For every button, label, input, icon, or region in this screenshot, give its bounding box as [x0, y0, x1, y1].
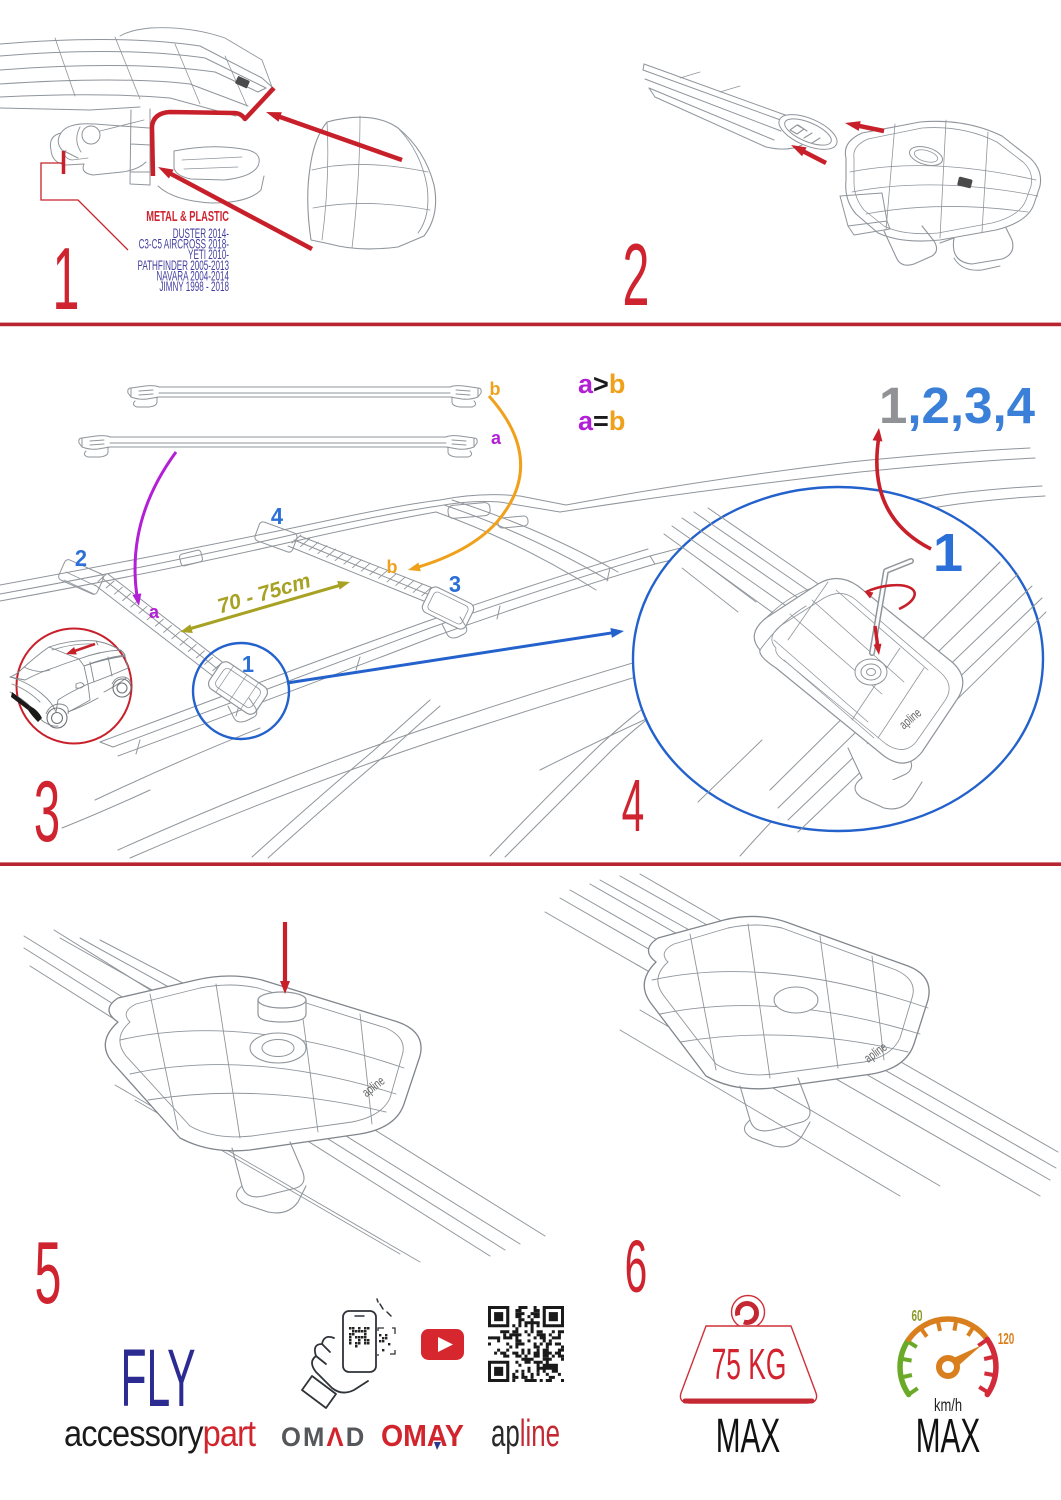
svg-text:JIMNY 1998 - 2018: JIMNY 1998 - 2018 [159, 280, 229, 295]
svg-text:b: b [490, 379, 501, 399]
svg-text:km/h: km/h [934, 1396, 962, 1416]
svg-text:MAX: MAX [716, 1410, 780, 1463]
svg-text:6: 6 [625, 1225, 648, 1308]
svg-text:accessorypart: accessorypart [64, 1413, 256, 1454]
svg-text:b: b [387, 557, 398, 577]
svg-text:5: 5 [35, 1225, 62, 1323]
svg-text:MAX: MAX [916, 1410, 980, 1463]
svg-text:C3-C5 AIRCROSS 2018-: C3-C5 AIRCROSS 2018- [139, 238, 230, 253]
svg-text:FLY: FLY [120, 1332, 195, 1424]
svg-text:1,2,3,4: 1,2,3,4 [879, 377, 1036, 434]
svg-text:1: 1 [933, 523, 963, 583]
svg-text:3: 3 [34, 763, 60, 860]
svg-text:DUSTER 2014-: DUSTER 2014- [173, 227, 229, 242]
svg-text:METAL & PLASTIC: METAL & PLASTIC [146, 208, 229, 225]
svg-text:a=b: a=b [578, 406, 625, 436]
svg-text:4: 4 [622, 764, 645, 847]
svg-text:75 KG: 75 KG [712, 1339, 787, 1389]
svg-text:a: a [491, 428, 502, 448]
svg-text:1: 1 [53, 231, 80, 329]
svg-text:120: 120 [998, 1330, 1015, 1348]
svg-text:4: 4 [271, 503, 284, 529]
svg-text:2: 2 [623, 227, 650, 325]
svg-text:YETI 2010-: YETI 2010- [188, 248, 229, 263]
svg-text:3: 3 [449, 571, 461, 597]
svg-text:OMAY: OMAY [381, 1419, 464, 1453]
svg-text:apline: apline [491, 1412, 560, 1454]
svg-text:NAVARA 2004-2014: NAVARA 2004-2014 [156, 270, 229, 285]
svg-text:PATHFINDER 2005-2013: PATHFINDER 2005-2013 [138, 259, 229, 274]
svg-text:1: 1 [242, 651, 254, 677]
svg-text:2: 2 [75, 545, 87, 571]
svg-text:a: a [149, 602, 160, 622]
svg-text:a>b: a>b [578, 369, 625, 399]
svg-text:OMΛD: OMΛD [281, 1421, 366, 1452]
svg-text:60: 60 [911, 1307, 922, 1325]
